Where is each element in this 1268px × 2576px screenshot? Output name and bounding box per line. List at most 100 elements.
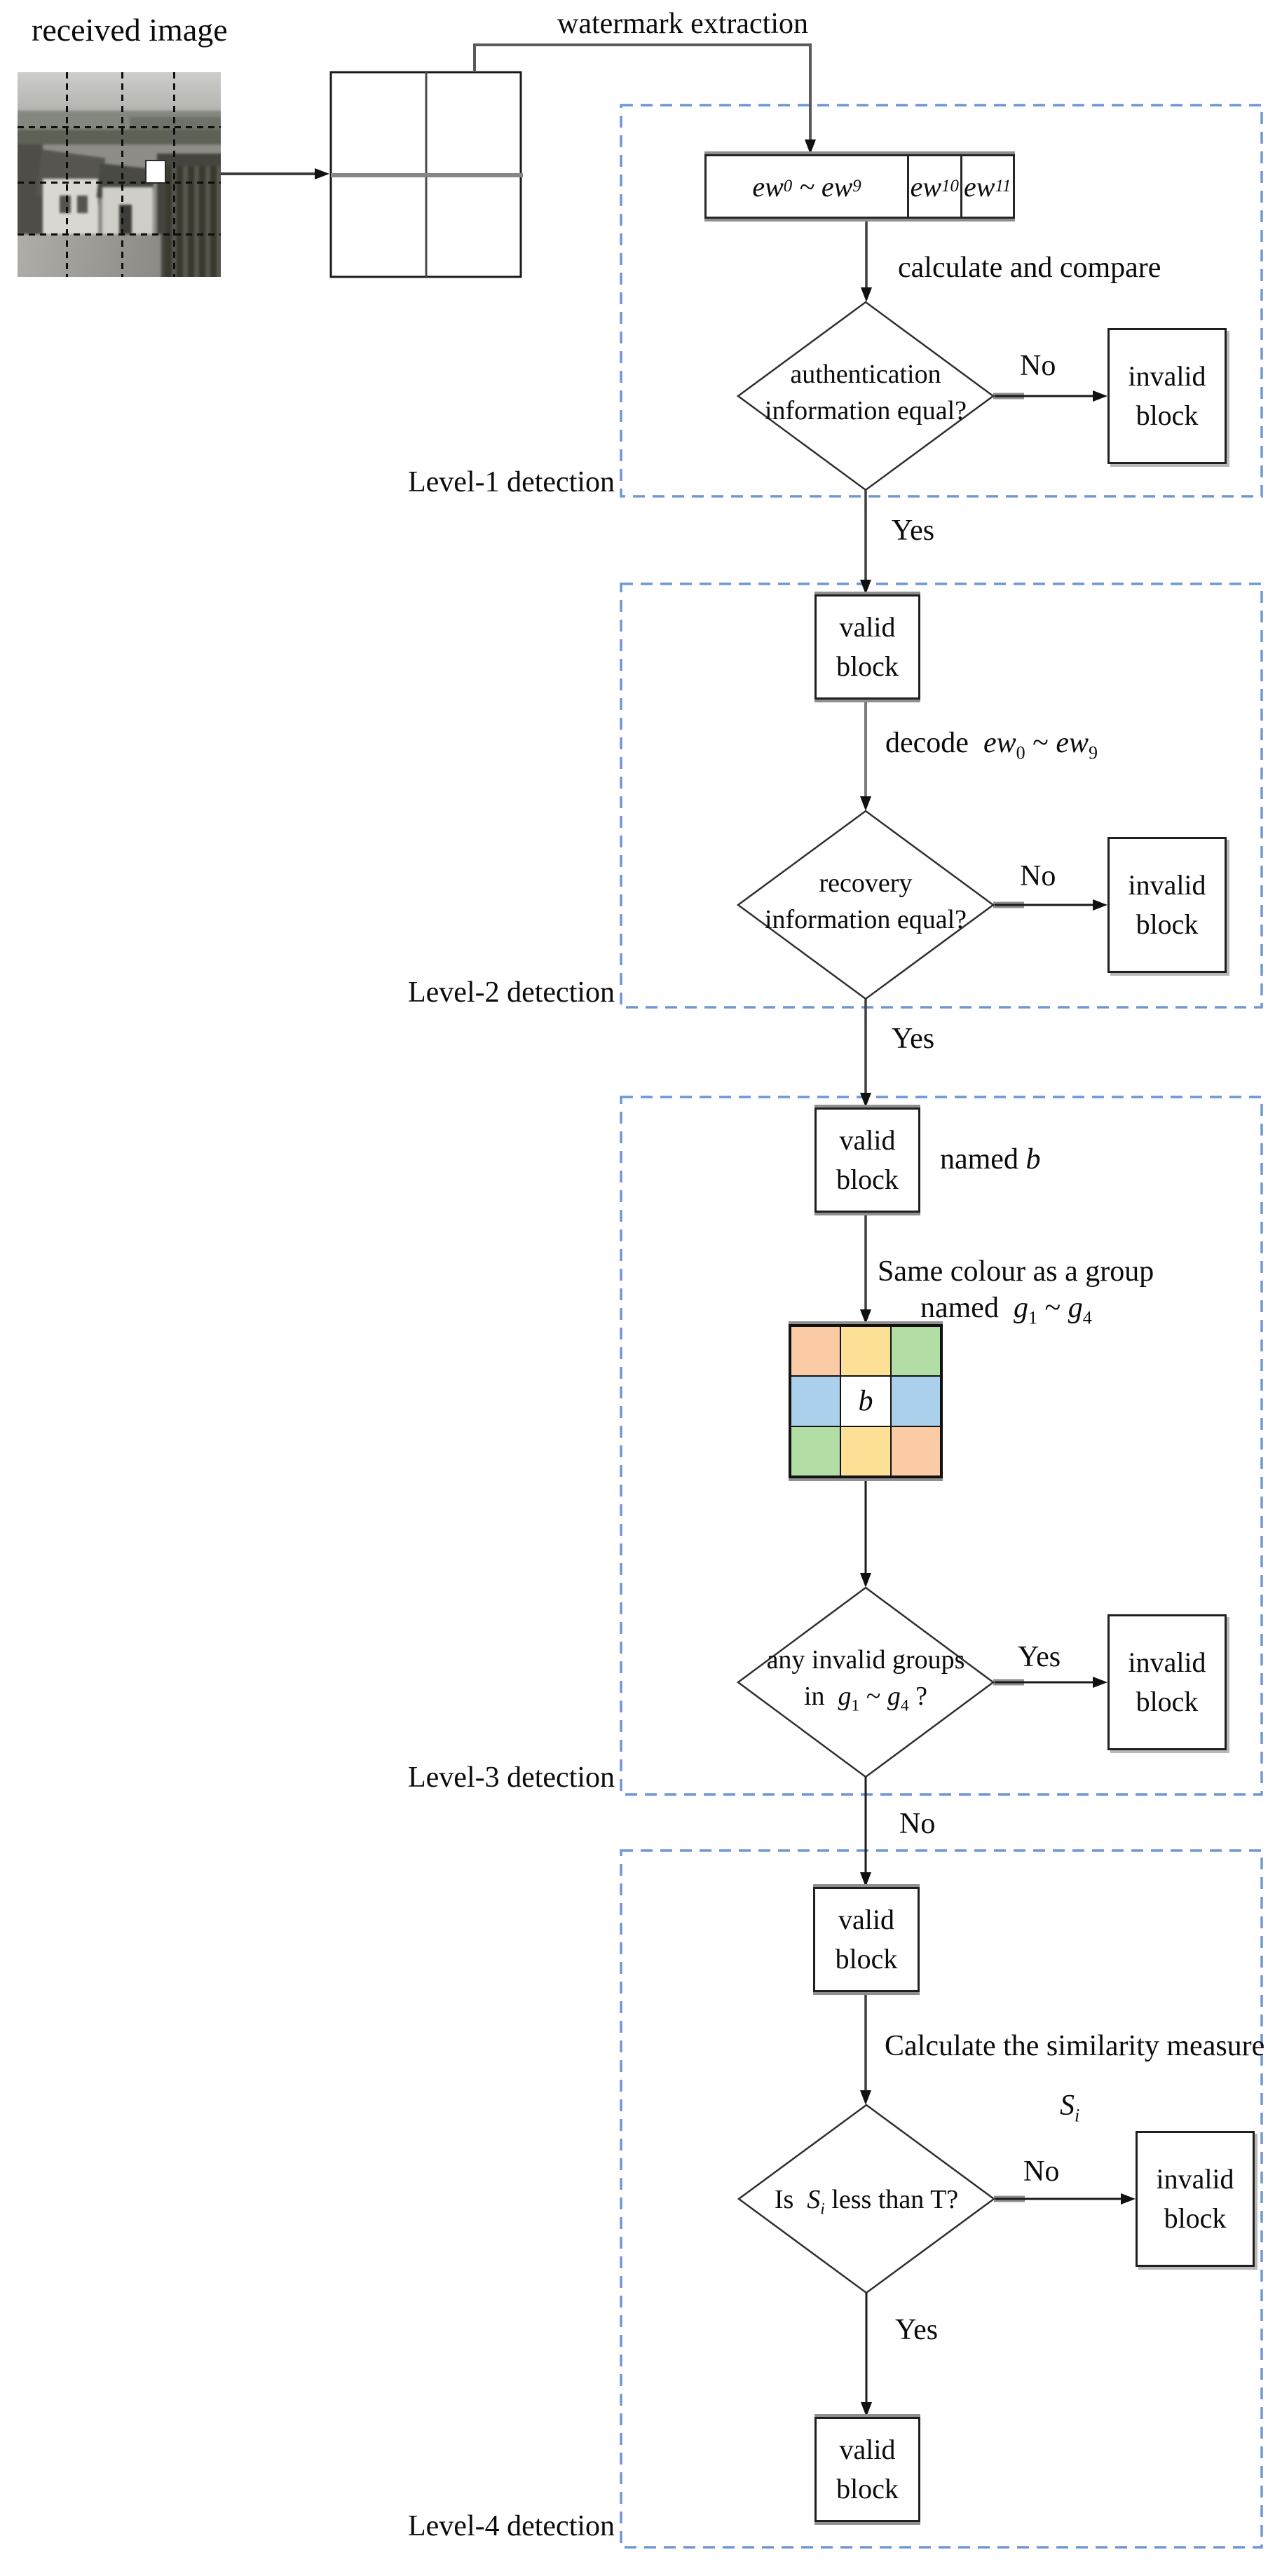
grid-cell-blue xyxy=(890,1376,941,1426)
grid-cell-yellow xyxy=(840,1426,891,1476)
g-sub-4: 4 xyxy=(1082,1307,1092,1328)
invalid-block-line2: block xyxy=(1136,1686,1199,1717)
selected-block-marker xyxy=(145,160,166,184)
grid-cell-green xyxy=(791,1426,841,1476)
level2-region xyxy=(620,582,1263,1009)
b-symbol: b xyxy=(1025,1143,1041,1175)
g-symbol: g xyxy=(887,1682,901,1711)
g-symbol: g xyxy=(838,1682,852,1711)
invalid-block-line2: block xyxy=(1164,2202,1227,2234)
d2-line1: recovery xyxy=(819,868,913,898)
g-sub-4: 4 xyxy=(900,1696,909,1715)
valid-block-line2: block xyxy=(836,650,899,682)
valid-block-line1: valid xyxy=(839,2434,896,2465)
decode-label: decode ew0 ~ ew9 xyxy=(885,726,1098,763)
tilde: ~ xyxy=(866,1682,881,1711)
similarity-symbol: Si xyxy=(1060,2089,1079,2125)
invalid-block-2: invalid block xyxy=(1107,837,1227,973)
d4-text: Is Si less than T? xyxy=(739,2181,994,2218)
ew-symbol: ew xyxy=(964,170,995,203)
d2-no-label: No xyxy=(1020,860,1056,892)
valid-block-line2: block xyxy=(836,1164,899,1195)
is-word: Is xyxy=(774,2185,794,2214)
watermark-extraction-connector xyxy=(473,43,816,154)
named-word: named xyxy=(920,1292,999,1324)
block-grid xyxy=(329,71,523,278)
d1-yes-label: Yes xyxy=(892,514,935,547)
tilde: ~ xyxy=(1044,1292,1061,1324)
d1-line2: information equal? xyxy=(764,396,967,425)
valid-block-line2: block xyxy=(836,2473,899,2505)
grid-cell-peach xyxy=(791,1326,841,1377)
photo-grid-dashline-v3 xyxy=(173,72,175,277)
level1-region xyxy=(620,104,1263,498)
grid-cell-yellow xyxy=(840,1326,891,1377)
g-sub-1: 1 xyxy=(1028,1307,1037,1328)
photo-grid-dashline-v2 xyxy=(121,72,123,277)
invalid-block-line1: invalid xyxy=(1128,360,1206,392)
question-mark: ? xyxy=(915,1682,928,1711)
calculate-and-compare-label: calculate and compare xyxy=(898,252,1161,284)
valid-block-line2: block xyxy=(835,1943,898,1975)
valid-block-4: valid block xyxy=(814,2417,920,2522)
level4-region xyxy=(620,1849,1263,2549)
ew-symbol: ew xyxy=(752,170,784,203)
named-b-label: named b xyxy=(940,1143,1040,1176)
d3-text: any invalid groups in g1 ~ g4 ? xyxy=(738,1642,993,1715)
grid-cell-b: b xyxy=(840,1376,891,1426)
valid-block-line1: valid xyxy=(839,611,896,643)
tilde: ~ xyxy=(1032,727,1049,759)
in-word: in xyxy=(803,1682,825,1711)
S-symbol: S xyxy=(807,2185,821,2214)
invalid-block-line2: block xyxy=(1136,908,1199,940)
received-image-label: received image xyxy=(32,12,228,48)
b-symbol: b xyxy=(858,1384,873,1417)
invalid-block-1: invalid block xyxy=(1107,328,1227,464)
S-sub-i: i xyxy=(820,2200,825,2219)
d2-text: recovery information equal? xyxy=(738,865,993,938)
ew-symbol: ew xyxy=(910,170,942,203)
grid-cell-blue xyxy=(791,1376,841,1426)
photo-grid-dashline-v1 xyxy=(66,72,68,277)
ew-symbol: ew xyxy=(1056,727,1089,759)
d2-yes-label: Yes xyxy=(892,1023,935,1055)
valid-block-line1: valid xyxy=(838,1904,894,1935)
valid-block-3: valid block xyxy=(813,1887,920,1992)
grid-cell-peach xyxy=(890,1426,941,1476)
d4-no-label: No xyxy=(1023,2155,1060,2188)
named-word: named xyxy=(940,1143,1018,1175)
received-image-photo xyxy=(18,72,221,277)
d1-no-label: No xyxy=(1020,350,1056,382)
less-than-T: less than T? xyxy=(831,2185,959,2214)
watermark-extraction-label: watermark extraction xyxy=(557,8,808,40)
d3-yes-label: Yes xyxy=(1018,1641,1061,1673)
d3-line1: any invalid groups xyxy=(766,1645,965,1675)
d4-yes-label: Yes xyxy=(895,2314,939,2346)
S-symbol: S xyxy=(1060,2090,1075,2122)
valid-block-line1: valid xyxy=(839,1124,896,1156)
tilde: ~ xyxy=(799,170,814,203)
invalid-block-line1: invalid xyxy=(1156,2163,1234,2195)
same-colour-label: Same colour as a group xyxy=(878,1255,1154,1288)
invalid-block-line1: invalid xyxy=(1128,1647,1206,1678)
level2-label: Level-2 detection xyxy=(408,976,615,1009)
g-sub-1: 1 xyxy=(851,1696,860,1715)
named-groups-label: named g1 ~ g4 xyxy=(920,1291,1092,1328)
invalid-block-line1: invalid xyxy=(1128,869,1206,901)
ew-symbol: ew xyxy=(821,170,853,203)
g-symbol: g xyxy=(1013,1292,1028,1324)
invalid-block-4: invalid block xyxy=(1136,2131,1255,2267)
valid-block-2: valid block xyxy=(814,1108,920,1213)
decode-word: decode xyxy=(885,727,969,759)
ew-symbol: ew xyxy=(983,727,1016,759)
invalid-block-line2: block xyxy=(1136,400,1199,431)
level1-label: Level-1 detection xyxy=(408,466,615,498)
grid-cell-green xyxy=(890,1326,941,1377)
ew-sub-0: 0 xyxy=(1016,742,1025,763)
valid-block-1: valid block xyxy=(814,594,920,700)
